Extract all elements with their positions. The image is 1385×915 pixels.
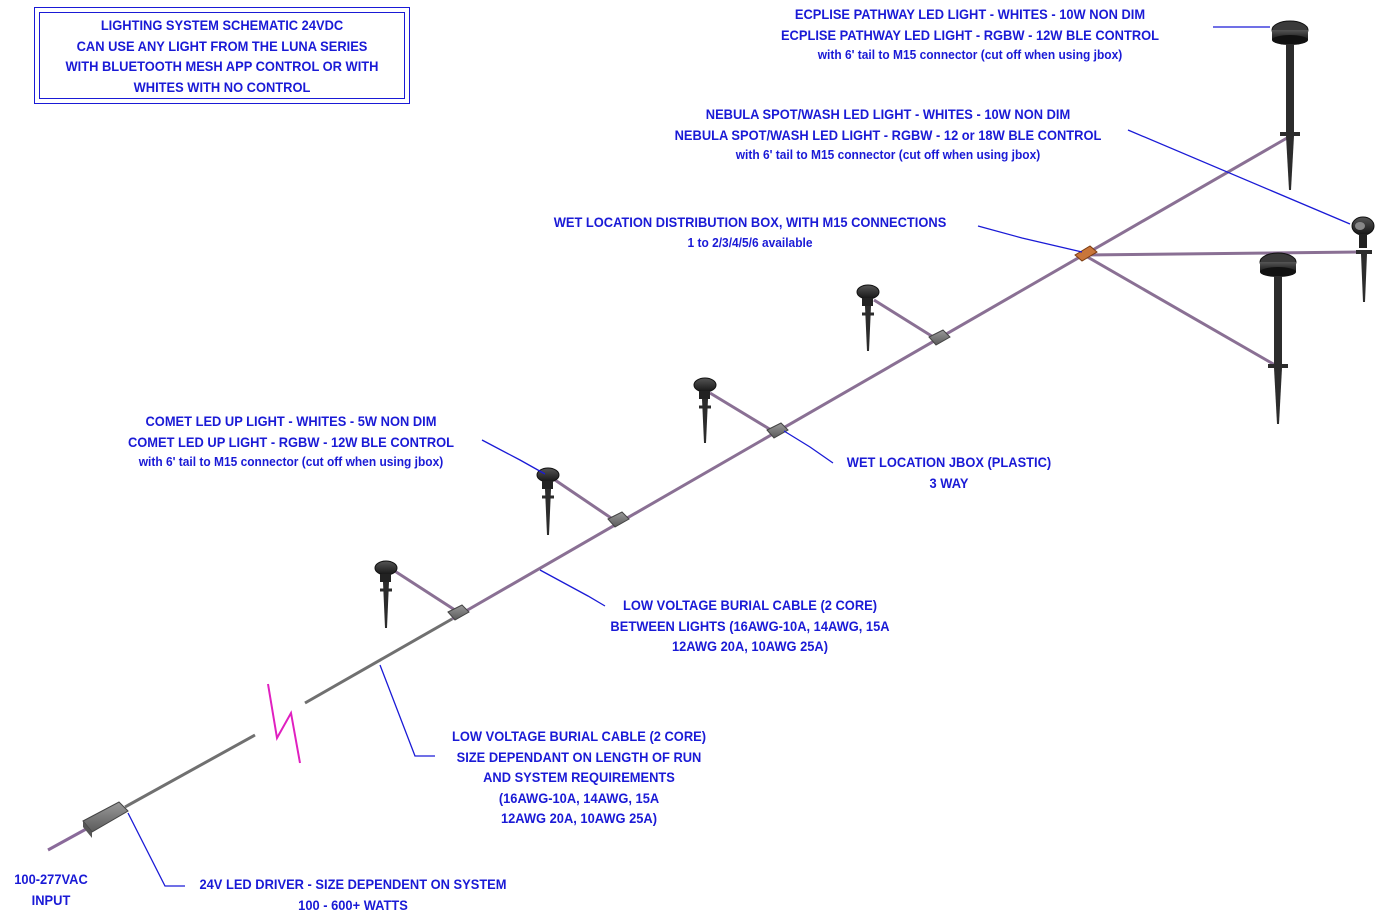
label-cable-between-lights: LOW VOLTAGE BURIAL CABLE (2 CORE) BETWEE… [594,595,907,657]
label-driver-line-1: 24V LED DRIVER - SIZE DEPENDENT ON SYSTE… [185,874,522,895]
label-comet-line-2: COMET LED UP LIGHT - RGBW - 12W BLE CONT… [111,432,472,453]
comet-light-2 [537,468,559,535]
label-comet-line-3: with 6' tail to M15 connector (cut off w… [111,452,472,473]
label-cable-run-line-5: 12AWG 20A, 10AWG 25A) [433,808,726,829]
label-cable-run: LOW VOLTAGE BURIAL CABLE (2 CORE) SIZE D… [433,726,726,829]
label-ac-input: 100-277VAC INPUT [4,869,98,910]
eclipse-pathway-light-2 [1260,253,1296,424]
label-cable-run-line-1: LOW VOLTAGE BURIAL CABLE (2 CORE) [433,726,726,747]
label-ecplise-line-2: ECPLISE PATHWAY LED LIGHT - RGBW - 12W B… [758,25,1181,46]
label-led-driver: 24V LED DRIVER - SIZE DEPENDENT ON SYSTE… [185,874,522,915]
label-nebula-line-3: with 6' tail to M15 connector (cut off w… [649,145,1127,166]
label-input-line-1: 100-277VAC [4,869,98,890]
label-cable-between-line-1: LOW VOLTAGE BURIAL CABLE (2 CORE) [594,595,907,616]
leader-driver [128,813,185,886]
label-input-line-2: INPUT [4,890,98,911]
label-comet-line-1: COMET LED UP LIGHT - WHITES - 5W NON DIM [111,411,472,432]
led-driver [83,802,128,838]
cable-break-symbol [268,684,300,763]
label-ecplise-line-3: with 6' tail to M15 connector (cut off w… [758,45,1181,66]
label-distribution-line-2: 1 to 2/3/4/5/6 available [520,233,980,254]
label-jbox-line-2: 3 WAY [830,473,1067,494]
label-nebula-spot: NEBULA SPOT/WASH LED LIGHT - WHITES - 10… [649,104,1127,166]
label-ecplise-pathway: ECPLISE PATHWAY LED LIGHT - WHITES - 10W… [758,4,1181,66]
label-cable-run-line-3: AND SYSTEM REQUIREMENTS [433,767,726,788]
comet-light-1 [375,561,397,628]
label-nebula-line-2: NEBULA SPOT/WASH LED LIGHT - RGBW - 12 o… [649,125,1127,146]
nebula-spot-light [1352,217,1374,302]
leader-jbox [784,431,833,463]
label-distribution-line-1: WET LOCATION DISTRIBUTION BOX, WITH M15 … [520,212,980,233]
label-cable-run-line-2: SIZE DEPENDANT ON LENGTH OF RUN [433,747,726,768]
leader-comet [482,440,545,474]
label-cable-between-line-2: BETWEEN LIGHTS (16AWG-10A, 14AWG, 15A [594,616,907,637]
jbox-2 [608,512,629,527]
label-cable-between-line-3: 12AWG 20A, 10AWG 25A) [594,636,907,657]
comet-light-4 [857,285,879,351]
label-jbox-line-1: WET LOCATION JBOX (PLASTIC) [830,452,1067,473]
label-ecplise-line-1: ECPLISE PATHWAY LED LIGHT - WHITES - 10W… [758,4,1181,25]
label-wet-location-jbox: WET LOCATION JBOX (PLASTIC) 3 WAY [830,452,1067,493]
label-comet-up-light: COMET LED UP LIGHT - WHITES - 5W NON DIM… [111,411,472,473]
label-distribution-box: WET LOCATION DISTRIBUTION BOX, WITH M15 … [520,212,980,253]
supply-cable [125,619,452,807]
label-driver-line-2: 100 - 600+ WATTS [185,895,522,915]
leader-distribution-box [978,226,1082,252]
main-cable [390,138,1360,619]
leader-cable-run [380,665,435,756]
label-nebula-line-1: NEBULA SPOT/WASH LED LIGHT - WHITES - 10… [649,104,1127,125]
ac-input-cable [48,828,88,850]
comet-light-3 [694,378,716,443]
label-cable-run-line-4: (16AWG-10A, 14AWG, 15A [433,788,726,809]
eclipse-pathway-light-1 [1272,21,1308,190]
